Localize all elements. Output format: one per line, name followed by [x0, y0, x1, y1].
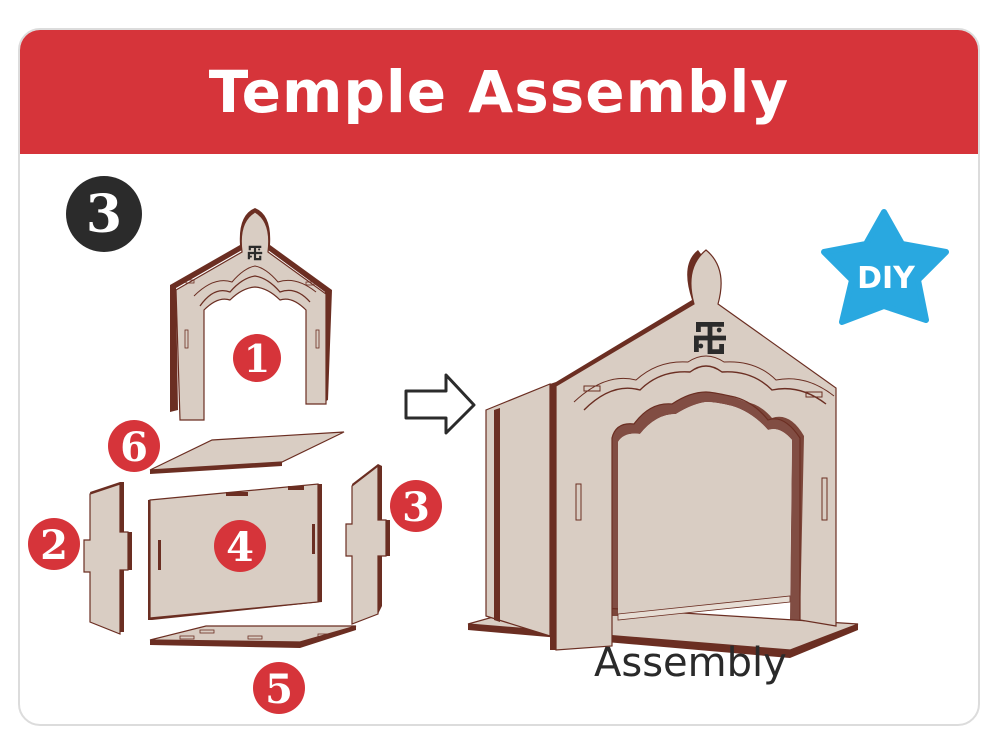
- arrow-right-icon: [404, 373, 476, 435]
- part-label-5: 5: [253, 662, 305, 714]
- step-badge: 3: [66, 176, 142, 252]
- svg-text:3: 3: [402, 484, 430, 531]
- part-3-right-panel: [345, 464, 390, 625]
- part-2-left-panel: [83, 482, 132, 635]
- diy-label: DIY: [857, 261, 916, 296]
- swastika-icon: [694, 322, 726, 354]
- diy-badge: DIY: [821, 209, 949, 325]
- assembled-temple: [467, 249, 859, 658]
- part-label-2: 2: [28, 518, 80, 570]
- svg-text:5: 5: [265, 666, 293, 713]
- part-6-plank: [149, 431, 345, 474]
- page-title: Temple Assembly: [208, 58, 790, 126]
- svg-text:2: 2: [40, 522, 68, 569]
- svg-text:6: 6: [120, 424, 148, 471]
- step-number: 3: [86, 184, 122, 245]
- part-5-base: [149, 625, 357, 648]
- assembly-caption: Assembly: [594, 640, 787, 686]
- part-label-1: 1: [233, 334, 281, 382]
- part-label-6: 6: [108, 420, 160, 472]
- title-banner: Temple Assembly: [20, 30, 978, 154]
- svg-text:4: 4: [226, 524, 254, 571]
- part-label-3: 3: [390, 480, 442, 532]
- part-1-front-arch: [170, 208, 332, 421]
- star-badge-icon: [821, 209, 949, 325]
- svg-text:1: 1: [244, 336, 270, 381]
- part-label-4: 4: [214, 520, 266, 572]
